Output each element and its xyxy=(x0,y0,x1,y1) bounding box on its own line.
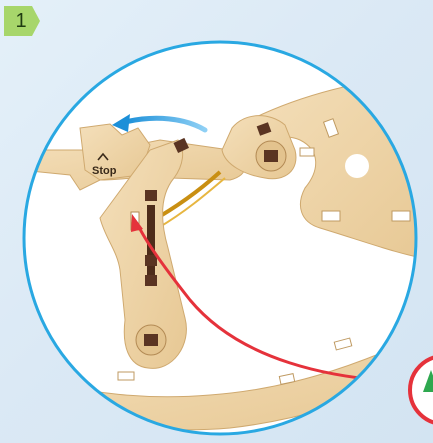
peg xyxy=(264,150,278,162)
next-step-indicator xyxy=(410,356,433,424)
peg xyxy=(145,275,157,286)
peg xyxy=(145,255,157,266)
stop-label: Stop xyxy=(92,165,117,177)
frame-slot xyxy=(322,211,340,221)
frame-hole xyxy=(345,154,369,178)
peg xyxy=(145,190,157,201)
frame-slot xyxy=(300,148,314,156)
frame-slot xyxy=(393,127,408,145)
frame-slot xyxy=(392,211,410,221)
frame-slot xyxy=(118,372,134,380)
peg xyxy=(144,334,158,346)
zoom-circle: Stop xyxy=(20,42,433,434)
step-number: 1 xyxy=(6,6,36,36)
